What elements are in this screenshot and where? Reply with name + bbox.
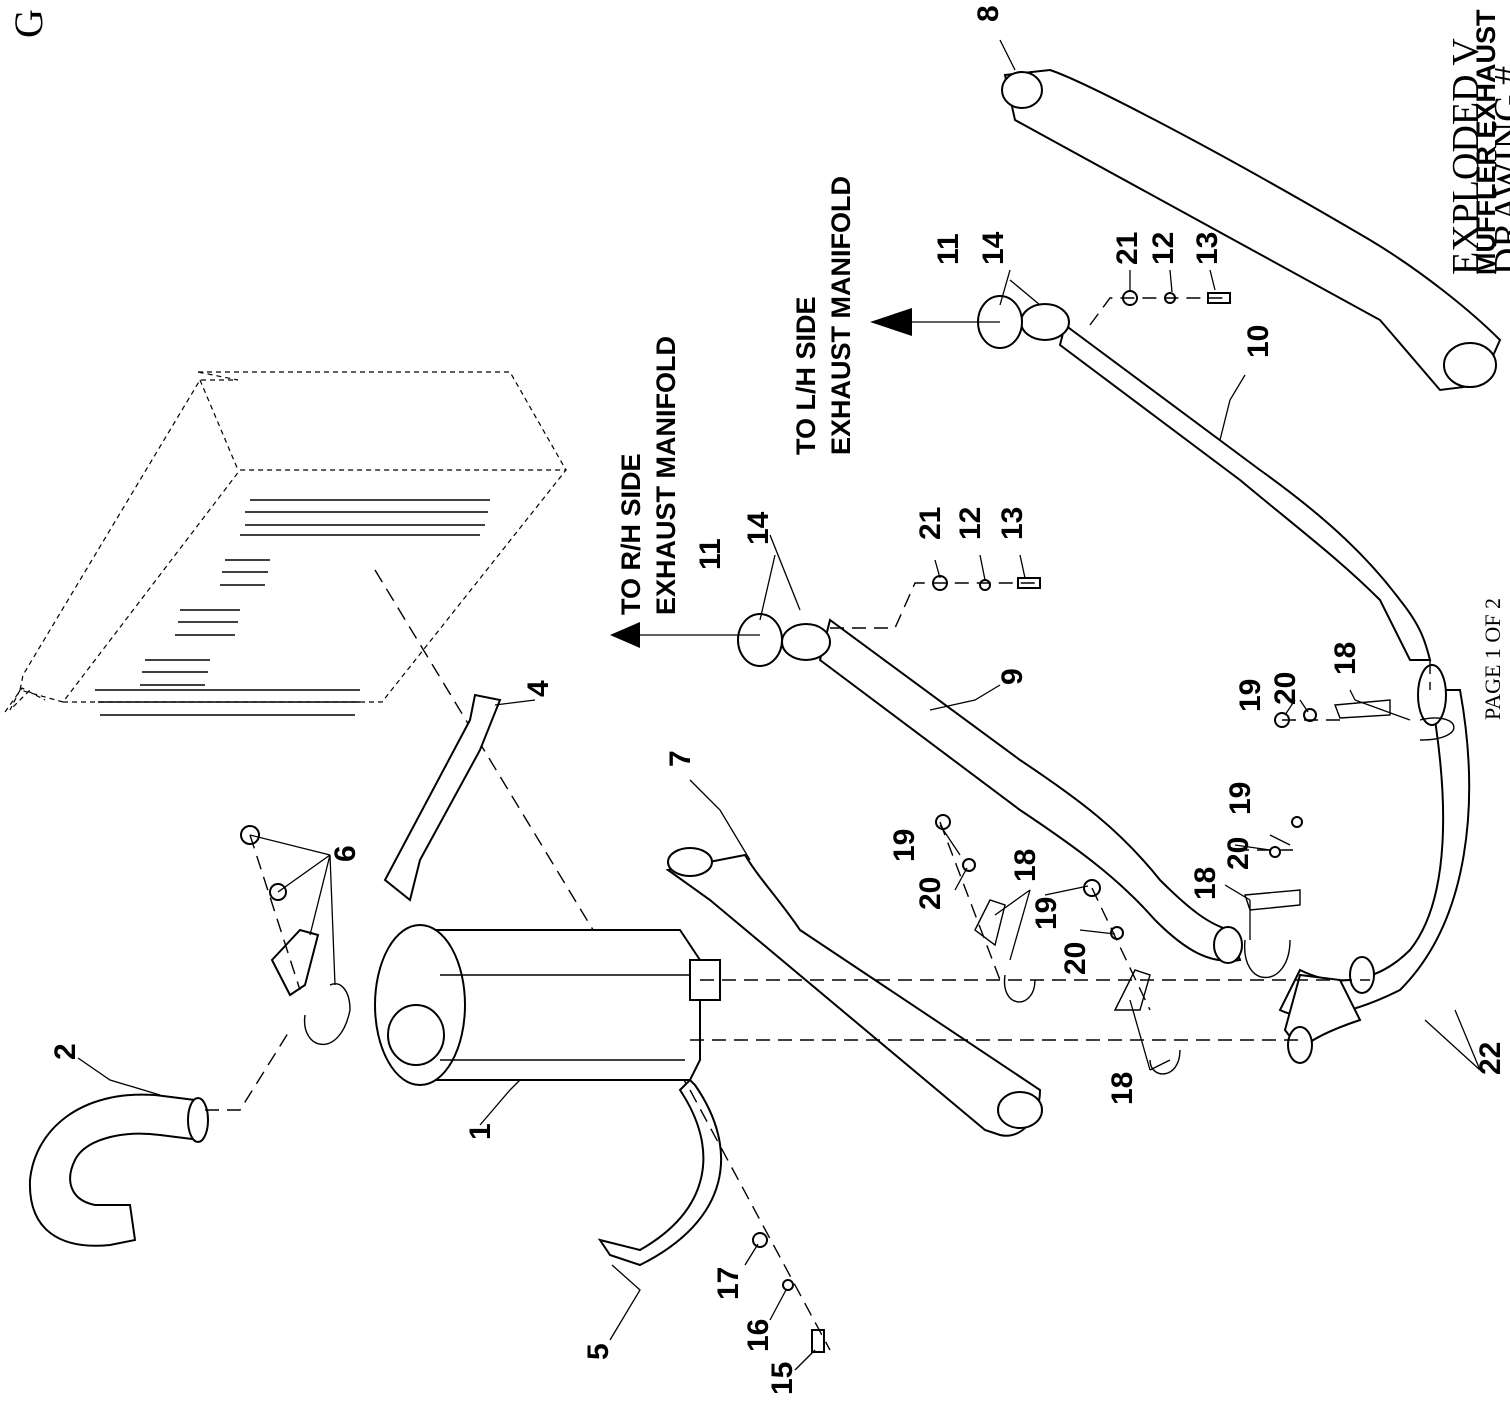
rh-manifold-callout: TO R/H SIDE EXHAUST MANIFOLD: [616, 336, 681, 615]
part-label-14-lh: 14: [977, 231, 1010, 265]
part-label-16: 16: [742, 1319, 775, 1352]
shield-8: [1003, 68, 1502, 392]
part-label-20-a: 20: [914, 877, 947, 910]
svg-text:DRAWING #: DRAWING #: [1487, 66, 1510, 275]
svg-text:EXHAUST MANIFOLD: EXHAUST MANIFOLD: [826, 176, 856, 455]
part-label-20-b: 20: [1059, 942, 1092, 975]
part-label-17: 17: [712, 1267, 745, 1300]
part-label-5: 5: [582, 1343, 615, 1360]
part-label-19-c: 19: [1224, 782, 1257, 815]
svg-text:TO L/H SIDE: TO L/H SIDE: [791, 296, 821, 455]
part-label-6: 6: [329, 845, 362, 862]
part-label-22: 22: [1474, 1042, 1507, 1075]
part-label-21-rh: 21: [914, 507, 947, 540]
part-label-19-a: 19: [888, 829, 921, 862]
part-label-12-rh: 12: [954, 507, 987, 540]
shield-7: [665, 853, 1042, 1137]
title-block: EXPLODED V MUFFLER EXHAUST DRAWING # PAG…: [1445, 9, 1510, 720]
part-label-10: 10: [1242, 325, 1275, 358]
part-label-1: 1: [464, 1123, 497, 1140]
arrow-lh-manifold: [870, 308, 1000, 336]
svg-text:EXHAUST MANIFOLD: EXHAUST MANIFOLD: [651, 336, 681, 615]
part-label-14-rh: 14: [742, 511, 775, 545]
part-label-2: 2: [49, 1043, 82, 1060]
part-labels: 1 2 4 5 6 7 8 9 10 11 14 21 12 13 11 14 …: [49, 5, 1507, 1395]
part-label-13-rh: 13: [996, 507, 1029, 540]
leader-lines: [77, 39, 1481, 1371]
pipe-10: [1058, 323, 1432, 661]
svg-text:EXPLODED V: EXPLODED V: [1445, 38, 1487, 275]
part-label-7: 7: [664, 750, 697, 767]
lh-manifold-callout: TO L/H SIDE EXHAUST MANIFOLD: [791, 176, 856, 455]
part-label-8: 8: [972, 5, 1005, 22]
part-label-11-lh: 11: [932, 233, 965, 265]
svg-text:TO R/H SIDE: TO R/H SIDE: [616, 453, 646, 615]
svg-text:MUFFLER EXHAUST: MUFFLER EXHAUST: [1471, 9, 1501, 275]
corner-letter: G: [6, 9, 51, 38]
pipe-9: [818, 618, 1242, 962]
part-label-15: 15: [766, 1362, 799, 1395]
y-pipe-22: [1278, 689, 1471, 1017]
part-label-18-a: 18: [1009, 849, 1042, 882]
strap-5: [597, 1078, 723, 1267]
svg-text:PAGE 1 OF 2: PAGE 1 OF 2: [1480, 598, 1505, 720]
part-label-18-b: 18: [1106, 1072, 1139, 1105]
part-label-18-d: 18: [1329, 642, 1362, 675]
part-label-12-lh: 12: [1147, 232, 1180, 265]
part-label-19-d: 19: [1234, 679, 1267, 712]
louvers: [95, 499, 490, 716]
arrow-rh-manifold: [610, 622, 760, 648]
muffler: [374, 924, 721, 1086]
part-label-11-rh: 11: [694, 538, 727, 570]
part-label-18-c: 18: [1189, 867, 1222, 900]
cover-panel: [4, 371, 568, 716]
part-label-20-d: 20: [1269, 672, 1302, 705]
part-label-9: 9: [996, 668, 1029, 685]
part-label-21-lh: 21: [1111, 232, 1144, 265]
part-label-4: 4: [522, 680, 555, 697]
bracket-4: [383, 693, 502, 902]
part-label-19-b: 19: [1030, 897, 1063, 930]
part-label-13-lh: 13: [1191, 232, 1224, 265]
part-label-20-c: 20: [1222, 837, 1255, 870]
pipe-2: [28, 1093, 202, 1247]
